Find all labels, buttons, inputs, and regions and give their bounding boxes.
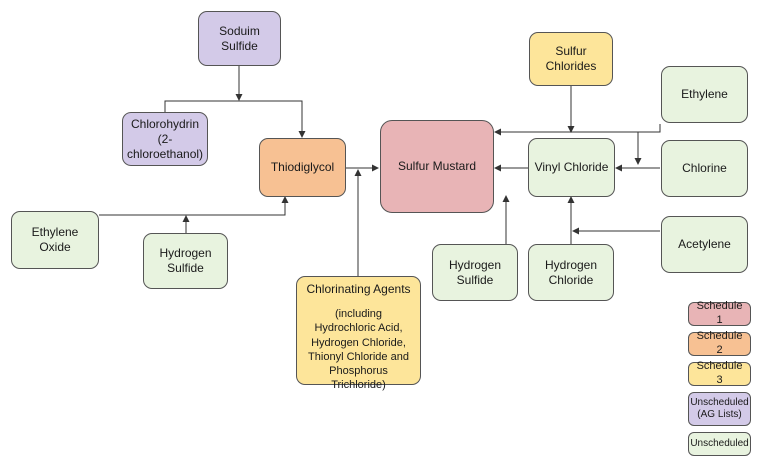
edge-ethylene-oxide-to-thiodiglycol <box>99 196 289 216</box>
node-ethylene-label: Ethylene <box>681 87 728 101</box>
legend-schedule-2: Schedule 2 <box>688 330 751 356</box>
node-sulfur-mustard: Sulfur Mustard <box>380 120 494 213</box>
legend-unscheduled-label: Unscheduled <box>690 437 749 449</box>
node-chlorinating-agents-detail: (including Hydrochloric Acid, Hydrogen C… <box>308 308 409 392</box>
legend-schedule-2-label: Schedule 2 <box>696 330 743 356</box>
node-hydrogen-chloride-label: Hydrogen Chloride <box>544 257 598 287</box>
node-hydrogen-sulfide-left: Hydrogen Sulfide <box>143 233 228 289</box>
edge-ethylene-to-sulfur-mustard <box>494 124 661 136</box>
node-thiodiglycol: Thiodiglycol <box>259 138 346 197</box>
legend-unscheduled: Unscheduled <box>688 432 751 456</box>
node-ethylene-oxide: Ethylene Oxide <box>11 211 99 269</box>
node-sodium-sulfide: Soduim Sulfide <box>198 11 281 66</box>
node-ethylene: Ethylene <box>661 66 748 123</box>
legend-unscheduled-ag-label: Unscheduled (AG Lists) <box>690 396 749 421</box>
node-sulfur-chlorides: Sulfur Chlorides <box>529 32 613 86</box>
node-chlorohydrin-label: Chlorohydrin (2-chloroethanol) <box>126 116 204 161</box>
legend-schedule-1: Schedule 1 <box>688 300 751 326</box>
node-chlorinating-agents: Chlorinating Agents (including Hydrochlo… <box>296 276 421 391</box>
node-sodium-sulfide-label: Soduim Sulfide <box>219 23 260 53</box>
node-sulfur-mustard-label: Sulfur Mustard <box>397 159 477 173</box>
legend-schedule-3: Schedule 3 <box>688 360 751 386</box>
node-vinyl-chloride: Vinyl Chloride <box>528 138 615 197</box>
node-hydrogen-sulfide-right-label: Hydrogen Sulfide <box>448 257 502 287</box>
node-hydrogen-chloride: Hydrogen Chloride <box>528 244 614 301</box>
node-hydrogen-sulfide-right: Hydrogen Sulfide <box>432 244 518 301</box>
node-ethylene-oxide-label: Ethylene Oxide <box>31 225 79 254</box>
node-acetylene: Acetylene <box>661 216 748 273</box>
legend-unscheduled-ag: Unscheduled (AG Lists) <box>688 392 751 426</box>
node-chlorinating-agents-title: Chlorinating Agents <box>306 282 411 296</box>
node-chlorine: Chlorine <box>661 140 748 197</box>
node-chlorine-label: Chlorine <box>682 161 727 175</box>
node-acetylene-label: Acetylene <box>678 237 731 251</box>
node-hydrogen-sulfide-left-label: Hydrogen Sulfide <box>159 246 212 275</box>
node-vinyl-chloride-label: Vinyl Chloride <box>534 160 609 174</box>
node-sulfur-chlorides-label: Sulfur Chlorides <box>545 44 597 73</box>
node-thiodiglycol-label: Thiodiglycol <box>270 160 335 174</box>
legend-schedule-3-label: Schedule 3 <box>696 360 743 386</box>
node-chlorohydrin: Chlorohydrin (2-chloroethanol) <box>122 112 208 166</box>
legend-schedule-1-label: Schedule 1 <box>696 300 743 326</box>
edge-chlorohydrin-to-thiodiglycol <box>164 100 306 138</box>
